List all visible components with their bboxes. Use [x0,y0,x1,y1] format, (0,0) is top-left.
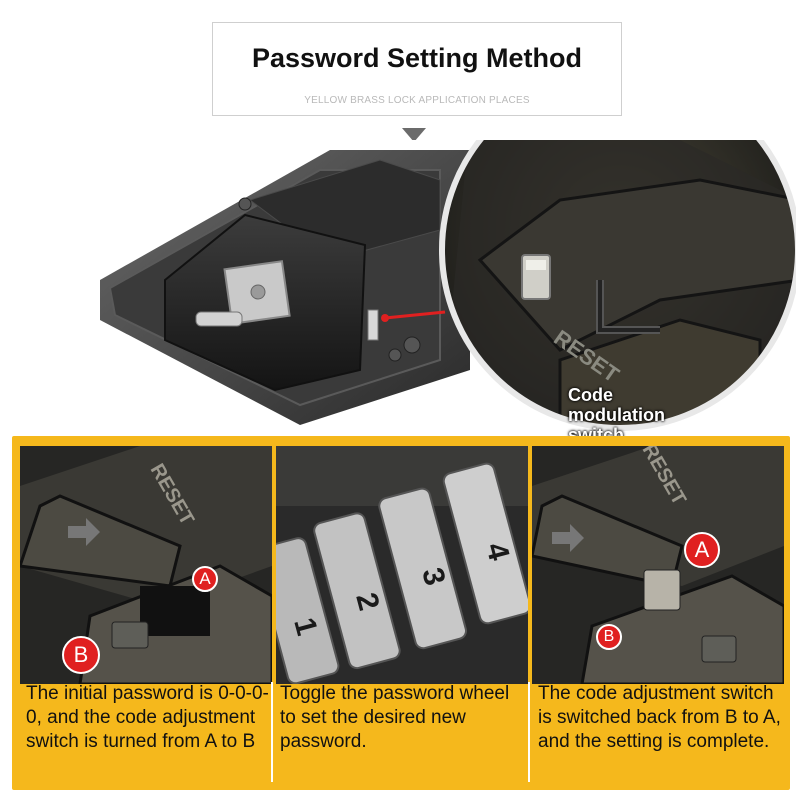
page-title: Password Setting Method [251,43,583,73]
code-switch [643,569,681,611]
step-1-image: RESET [20,446,272,684]
step-2-text: Toggle the password wheel to set the des… [280,683,510,752]
badge-b: B [596,624,622,650]
down-pointer-icon [402,128,426,142]
hero-lock-photo: RESET Code modulation switch [0,140,800,436]
lock-illustration: RESET [0,140,800,436]
title-box: Password Setting Method YELLOW BRASS LOC… [212,22,622,116]
badge-a: A [684,532,720,568]
step-divider [271,682,273,782]
lock-bolt [195,311,243,327]
badge-a: A [192,566,218,592]
code-modulation-switch-label: Code modulation switch [568,385,665,436]
step-2-image: 4 3 2 1 [276,446,528,684]
page-subtitle: YELLOW BRASS LOCK APPLICATION PLACES [304,95,530,106]
step-divider [528,682,530,782]
password-wheels: 4 3 2 1 [276,462,528,684]
switch-small [367,309,379,341]
code-switch [111,621,149,649]
step-3-text: The code adjustment switch is switched b… [538,683,781,752]
callout-line [384,310,446,320]
step-3-image: RESET [532,446,784,684]
badge-b: B [62,636,100,674]
step-1-text: The initial password is 0-0-0-0, and the… [26,683,269,752]
